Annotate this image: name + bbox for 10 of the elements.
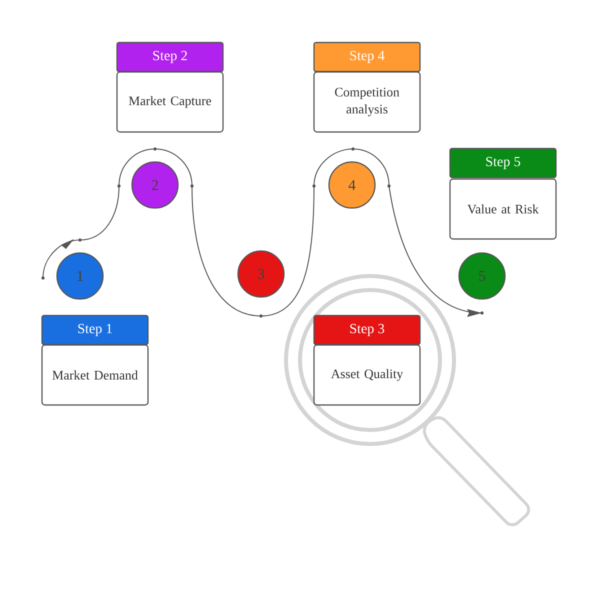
step-box: Market Capture <box>116 71 224 133</box>
step-header: Step 4 <box>313 42 421 72</box>
step-header: Step 1 <box>41 314 149 346</box>
step-header: Step 5 <box>449 148 557 178</box>
step-box: Value at Risk <box>449 178 557 240</box>
step-box: Asset Quality <box>313 344 421 406</box>
step-box: Market Demand <box>41 344 149 406</box>
step-header: Step 3 <box>313 314 421 346</box>
step-header: Step 2 <box>116 42 224 72</box>
step-box: Competition analysis <box>313 71 421 133</box>
